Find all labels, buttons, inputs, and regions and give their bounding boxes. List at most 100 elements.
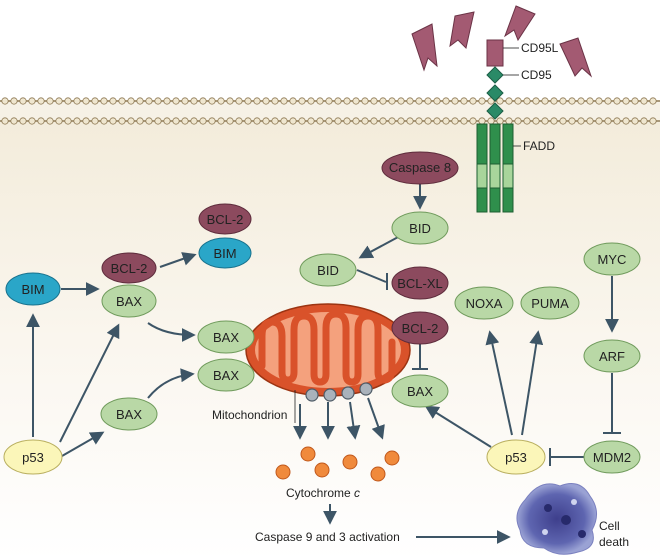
cd95-label: CD95 [521,68,552,82]
cytochrome-c-molecules [275,446,400,482]
lipid-head [271,97,279,105]
lipid-head [541,97,549,105]
lipid-head [190,117,198,125]
svg-text:NOXA: NOXA [466,296,503,311]
lipid-head [352,97,360,105]
lipid-head [631,117,639,125]
lipid-head [604,117,612,125]
svg-text:BAX: BAX [116,294,142,309]
svg-text:BAX: BAX [407,384,433,399]
lipid-head [442,97,450,105]
svg-text:BCL-2: BCL-2 [402,321,439,336]
svg-text:BCL-2: BCL-2 [207,212,244,227]
lipid-head [325,117,333,125]
node-bax-left: BAX [101,284,157,318]
lipid-head [199,97,207,105]
lipid-head [361,117,369,125]
lipid-head [298,117,306,125]
lipid-head [91,117,99,125]
node-bax-right: BAX [391,374,449,408]
lipid-head [181,117,189,125]
lipid-head [199,117,207,125]
lipid-head [559,117,567,125]
lipid-head [181,97,189,105]
lipid-head [280,97,288,105]
lipid-head [136,117,144,125]
pathway-arrows [26,184,621,544]
lipid-head [28,97,36,105]
lipid-head [460,117,468,125]
lipid-head [82,117,90,125]
lipid-head [343,117,351,125]
cell-death-label-line1: Cell [599,519,620,533]
lipid-head [388,97,396,105]
lipid-head [361,97,369,105]
lipid-head [523,97,531,105]
node-bid-top: BID [391,211,449,245]
lipid-head [550,97,558,105]
lipid-head [316,97,324,105]
lipid-head [496,117,504,125]
lipid-head [145,117,153,125]
lipid-head [325,97,333,105]
lipid-head [433,97,441,105]
lipid-head [316,117,324,125]
lipid-head [127,97,135,105]
lipid-head [568,117,576,125]
lipid-head [46,97,54,105]
lipid-head [460,97,468,105]
lipid-head [586,117,594,125]
svg-text:BCL-XL: BCL-XL [397,276,443,291]
node-bim-left: BIM [5,272,61,306]
lipid-head [478,97,486,105]
lipid-head [55,97,63,105]
lipid-head [415,117,423,125]
lipid-head [334,117,342,125]
node-arf: ARF [583,339,641,373]
lipid-head [631,97,639,105]
lipid-head [433,117,441,125]
lipid-head [217,97,225,105]
node-noxa: NOXA [454,286,514,320]
lipid-head [154,97,162,105]
lipid-head [64,97,72,105]
node-bcl2-top: BCL-2 [198,203,252,235]
lipid-head [28,117,36,125]
lipid-head [451,97,459,105]
fadd-complex [476,123,514,213]
lipid-head [649,97,657,105]
lipid-head [559,97,567,105]
lipid-head [550,117,558,125]
fadd-label: FADD [523,139,555,153]
lipid-head [190,97,198,105]
lipid-head [262,97,270,105]
svg-text:PUMA: PUMA [531,296,569,311]
node-bax-mito-1: BAX [197,320,255,354]
lipid-head [208,97,216,105]
lipid-head [37,97,45,105]
lipid-head [109,97,117,105]
svg-text:p53: p53 [505,450,527,465]
lipid-head [244,117,252,125]
lipid-head [604,97,612,105]
lipid-head [379,97,387,105]
lipid-head [19,117,27,125]
lipid-head [1,117,9,125]
lipid-head [100,117,108,125]
lipid-head [253,117,261,125]
cd95l-label: CD95L [521,41,559,55]
lipid-head [586,97,594,105]
lipid-head [451,117,459,125]
cd95-receptor [486,66,504,120]
lipid-head [442,117,450,125]
node-p53-right: p53 [486,439,546,475]
node-bax-mito-2: BAX [197,358,255,392]
lipid-head [244,97,252,105]
lipid-head [55,117,63,125]
svg-text:BIM: BIM [21,282,44,297]
lipid-head [343,97,351,105]
lipid-head [505,117,513,125]
lipid-head [622,117,630,125]
lipid-head [505,97,513,105]
cell-membrane [0,97,660,125]
